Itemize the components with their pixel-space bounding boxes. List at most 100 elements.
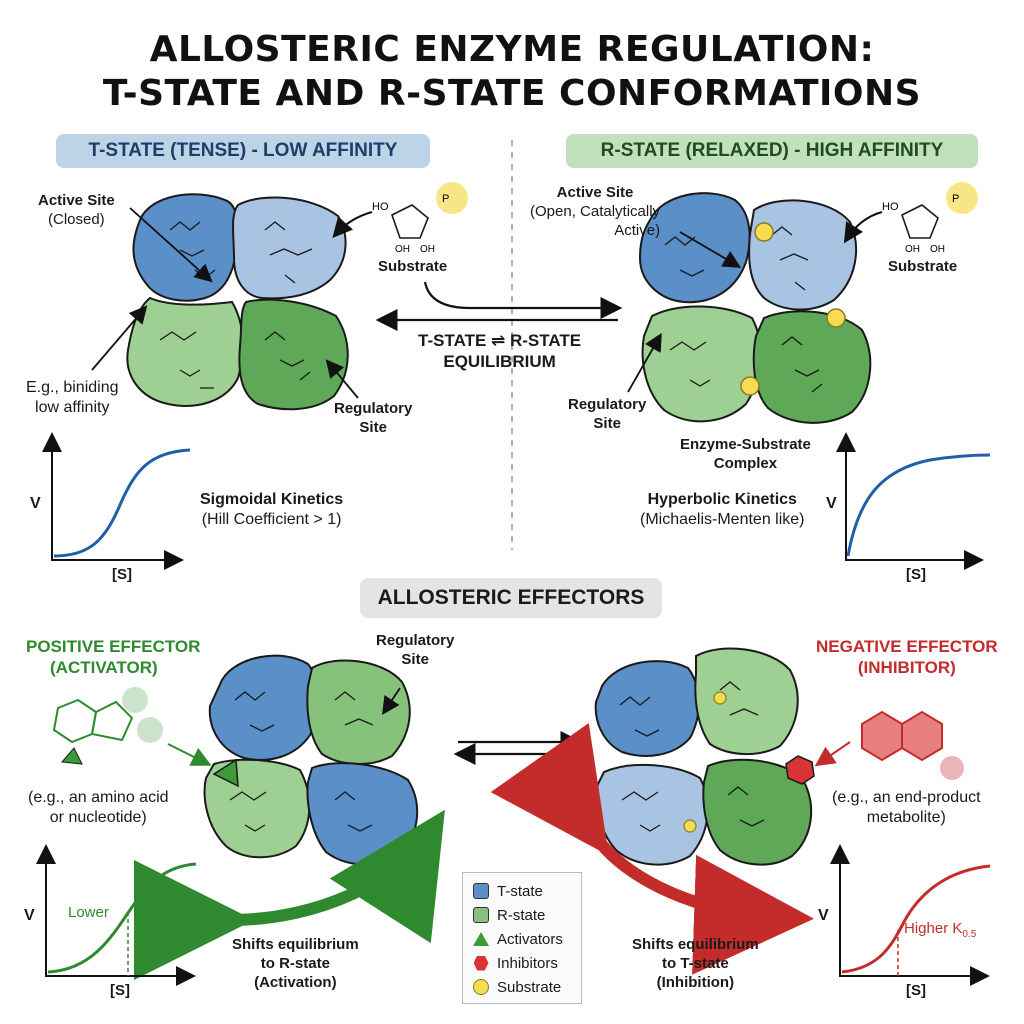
activator-k-label: K0.5: [136, 924, 160, 946]
act-subunit-1: [208, 654, 319, 761]
positive-effector-title: POSITIVE EFFECTOR (ACTIVATOR): [26, 636, 200, 679]
act-subunit-4: [306, 762, 419, 866]
title-line-2: T-STATE AND R-STATE CONFORMATIONS: [102, 73, 922, 114]
activator-k-symbol: K: [136, 924, 147, 941]
r-graph-x-label: [S]: [906, 566, 926, 583]
r-subunit-2: [748, 199, 857, 311]
r-active-site-note-2: Active): [614, 221, 661, 239]
positive-title-line-2: (ACTIVATOR): [50, 658, 158, 678]
activation-shift-line-1: Shifts equilibrium: [232, 936, 359, 953]
inhibitor-graph-y-label: V: [818, 907, 829, 924]
inhibitor-k-label: Higher K0.5: [904, 920, 976, 942]
r-substrate-molecule: P HO OH OH: [882, 182, 978, 255]
r-regulatory-line-2: Site: [593, 414, 621, 432]
r-state-enzyme: [638, 192, 872, 424]
bottom-equilibrium-arrows: [453, 731, 583, 765]
inhibition-shift-arrow: [490, 722, 814, 975]
activator-molecule: [52, 687, 163, 765]
t-binding-note: E.g., biniding low affinity: [26, 378, 119, 418]
r-subunit-3: [641, 305, 762, 423]
svg-text:HO: HO: [372, 201, 389, 213]
r-active-site-pointer: [679, 231, 742, 268]
t-graph-y-label: V: [30, 495, 41, 512]
equilibrium-label: T-STATE ⇌ R-STATE EQUILIBRIUM: [418, 330, 581, 373]
r-kinetics-label: Hyperbolic Kinetics (Michaelis-Menten li…: [640, 490, 805, 530]
t-active-site-label: Active Site (Closed): [38, 192, 115, 230]
inhibition-shift-line-3: (Inhibition): [656, 973, 735, 991]
inhibition-shift-label: Shifts equilibrium to T-state (Inhibitio…: [632, 936, 759, 992]
positive-example-line-1: (e.g., an amino acid: [28, 789, 169, 806]
r-active-site-title: Active Site: [556, 184, 634, 201]
legend-item-activators: Activators: [471, 927, 573, 951]
sigmoidal-graph: [42, 432, 191, 570]
legend-label: Activators: [497, 930, 563, 948]
inh-subunit-2: [694, 647, 799, 756]
r-active-site-label: Active Site (Open, Catalytically Active): [530, 184, 660, 240]
triangle-icon: [471, 930, 491, 948]
r-state-header: R-STATE (RELAXED) - HIGH AFFINITY: [566, 134, 978, 168]
r-regulatory-pointer: [627, 332, 662, 393]
r-kinetics-note: (Michaelis-Menten like): [640, 511, 805, 528]
complex-line-1: Enzyme-Substrate: [680, 436, 811, 453]
r-substrate-bound-1: [754, 222, 774, 242]
t-regulatory-site-label: Regulatory Site: [334, 400, 412, 438]
t-active-site-title: Active Site: [38, 192, 115, 209]
svg-text:OH: OH: [905, 244, 920, 255]
legend-item-inhibitors: Inhibitors: [471, 951, 573, 975]
activator-graph: [36, 844, 197, 986]
r-subunit-4: [752, 310, 872, 424]
t-substrate-molecule: P HO OH OH: [372, 182, 468, 255]
inhibitor-k-text: Higher K: [904, 920, 963, 937]
negative-effector-title: NEGATIVE EFFECTOR (INHIBITOR): [816, 636, 998, 679]
inhibited-enzyme: [594, 647, 815, 866]
title-line-1: ALLOSTERIC ENZYME REGULATION:: [149, 29, 875, 70]
inhibition-shift-line-2: to T-state: [662, 954, 729, 972]
legend-label: Inhibitors: [497, 954, 558, 972]
svg-text:HO: HO: [882, 201, 899, 213]
inh-subunit-1: [594, 660, 700, 757]
t-regulatory-pointer: [325, 359, 359, 399]
activation-shift-arrow: [133, 809, 445, 981]
r-kinetics-title: Hyperbolic Kinetics: [647, 491, 797, 508]
negative-example: (e.g., an end-product metabolite): [832, 788, 981, 828]
t-state-enzyme: [126, 193, 349, 411]
r-substrate-arrow: [843, 211, 883, 244]
svg-text:P: P: [952, 193, 959, 205]
t-substrate-label: Substrate: [378, 258, 448, 275]
t-graph-x-label: [S]: [112, 566, 132, 583]
r-active-site-note-1: (Open, Catalytically: [530, 202, 661, 220]
negative-title-line-2: (INHIBITOR): [857, 658, 956, 678]
r-regulatory-site-label: Regulatory Site: [568, 396, 646, 434]
circle-icon: [471, 978, 491, 996]
r-state-swatch-icon: [471, 906, 491, 924]
t-binding-pointer: [91, 305, 148, 371]
activation-shift-line-3: (Activation): [254, 973, 337, 991]
equilibrium-line-1: T-STATE ⇌ R-STATE: [418, 331, 582, 350]
activator-k-subscript: 0.5: [146, 933, 160, 944]
t-binding-note-line-1: E.g., biniding: [26, 379, 119, 396]
r-substrate-label: Substrate: [888, 258, 958, 275]
complex-line-2: Complex: [713, 454, 778, 472]
inhibitor-pointer: [814, 741, 851, 767]
t-subunit-3: [126, 296, 244, 407]
activator-graph-x-label: [S]: [110, 982, 130, 999]
t-binding-note-line-2: low affinity: [35, 399, 110, 416]
t-kinetics-title: Sigmoidal Kinetics: [200, 491, 344, 508]
r-subunit-1: [638, 192, 751, 304]
t-subunit-1: [132, 193, 239, 302]
activated-enzyme: [203, 654, 419, 866]
top-equilibrium-arrows: [375, 281, 623, 331]
legend-item-substrate: Substrate: [471, 975, 573, 999]
svg-text:P: P: [442, 193, 449, 205]
r-regulatory-line-1: Regulatory: [568, 396, 647, 413]
effector-regulatory-pointer: [382, 687, 401, 715]
inhibitor-k-subscript: 0.5: [962, 929, 977, 940]
t-subunit-4: [238, 298, 349, 411]
hyperbolic-graph: [836, 432, 991, 570]
inhibition-shift-line-1: Shifts equilibrium: [632, 936, 759, 953]
svg-text:OH: OH: [930, 244, 945, 255]
negative-example-line-1: (e.g., an end-product: [832, 789, 981, 806]
legend-label: R-state: [497, 906, 546, 924]
inhibitor-graph-x-label: [S]: [906, 982, 926, 999]
